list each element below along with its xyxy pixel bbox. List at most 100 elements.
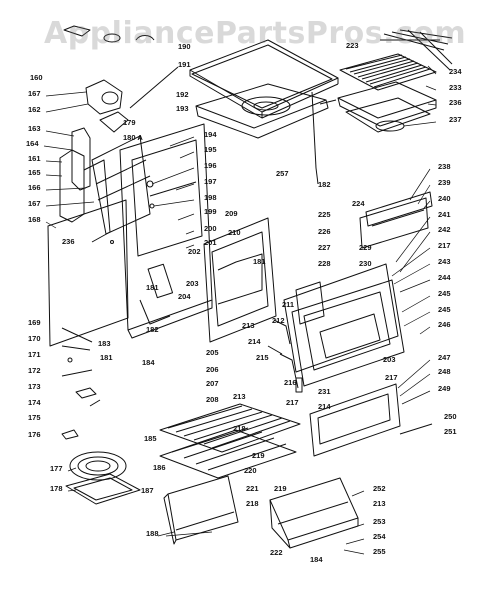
callout-199: 199 — [204, 207, 217, 216]
callout-219b: 219 — [274, 484, 287, 493]
callout-172: 172 — [28, 366, 41, 375]
callout-242: 242 — [438, 225, 451, 234]
callout-250: 250 — [444, 412, 457, 421]
callout-196: 196 — [204, 161, 217, 170]
callout-254: 254 — [373, 532, 386, 541]
callout-218a: 218 — [233, 424, 246, 433]
callout-245b: 245 — [438, 305, 451, 314]
callout-163: 163 — [28, 124, 41, 133]
callout-182b: 182 — [318, 180, 331, 189]
callout-247: 247 — [438, 353, 451, 362]
callout-233: 233 — [449, 83, 462, 92]
burner-box — [195, 83, 329, 185]
callout-218b: 218 — [246, 499, 259, 508]
callout-241: 241 — [438, 210, 451, 219]
callout-244: 244 — [438, 273, 451, 282]
callout-217b: 217 — [438, 241, 451, 250]
cooktop-top-panel — [189, 39, 339, 119]
callout-194: 194 — [204, 130, 217, 139]
door-hinges — [267, 319, 303, 393]
callout-195: 195 — [204, 145, 217, 154]
callout-175: 175 — [28, 413, 41, 422]
callout-165: 165 — [28, 168, 41, 177]
callout-234: 234 — [449, 67, 462, 76]
callout-204: 204 — [178, 292, 191, 301]
kick-panel — [163, 475, 239, 545]
callout-251: 251 — [444, 427, 457, 436]
left-side-panel — [47, 199, 129, 347]
small-hardware-left — [61, 327, 101, 440]
broiler-drawer-front — [309, 383, 433, 457]
callout-170: 170 — [28, 334, 41, 343]
oven-liner-panel — [203, 217, 277, 343]
callout-167b: 167 — [28, 199, 41, 208]
callout-205: 205 — [206, 348, 219, 357]
top-left-hardware — [63, 25, 155, 43]
leader-lines — [43, 65, 437, 555]
callout-171: 171 — [28, 350, 41, 359]
callout-168: 168 — [28, 215, 41, 224]
drip-pan — [65, 473, 141, 505]
callout-219a: 219 — [252, 451, 265, 460]
callout-161a: 161 — [28, 154, 41, 163]
oven-body — [119, 123, 213, 339]
callout-186: 186 — [153, 463, 166, 472]
callout-178: 178 — [50, 484, 63, 493]
callout-238: 238 — [438, 162, 451, 171]
callout-220: 220 — [244, 466, 257, 475]
callout-160: 160 — [30, 73, 43, 82]
callout-249: 249 — [438, 384, 451, 393]
callout-240: 240 — [438, 194, 451, 203]
oven-rack-lower — [159, 427, 297, 479]
callout-184a: 184 — [142, 358, 155, 367]
callout-231: 231 — [318, 387, 331, 396]
callout-229: 229 — [359, 243, 372, 252]
callout-216: 216 — [284, 378, 297, 387]
callout-176: 176 — [28, 430, 41, 439]
callout-214b: 214 — [318, 402, 331, 411]
callout-236: 236 — [62, 237, 75, 246]
callout-225: 225 — [318, 210, 331, 219]
door-window-gasket — [295, 281, 325, 325]
callout-221: 221 — [246, 484, 259, 493]
top-right-rails — [380, 29, 453, 71]
surface-burner-element — [69, 451, 127, 481]
callout-180A: 180 A — [123, 133, 143, 142]
callout-208: 208 — [206, 395, 219, 404]
callout-173: 173 — [28, 382, 41, 391]
callout-179: 179 — [123, 118, 136, 127]
callout-214a: 214 — [248, 337, 261, 346]
callout-248: 248 — [438, 367, 451, 376]
callout-226: 226 — [318, 227, 331, 236]
callout-174: 174 — [28, 398, 41, 407]
oven-rack — [159, 403, 301, 453]
callout-243: 243 — [438, 257, 451, 266]
callout-213c: 213 — [373, 499, 386, 508]
callout-labels: 1601671621631641611651661671682361691701… — [26, 41, 462, 564]
callout-200: 200 — [204, 224, 217, 233]
callout-237: 237 — [449, 115, 462, 124]
callout-223: 223 — [346, 41, 359, 50]
callout-201: 201 — [204, 238, 217, 247]
callout-210: 210 — [228, 228, 241, 237]
broiler-grid — [339, 53, 437, 91]
callout-162: 162 — [28, 105, 41, 114]
callout-177: 177 — [50, 464, 63, 473]
callout-207: 207 — [206, 379, 219, 388]
callout-257: 257 — [276, 169, 289, 178]
callout-227: 227 — [318, 243, 331, 252]
callout-209: 209 — [225, 209, 238, 218]
callout-181a: 181 — [146, 283, 159, 292]
callout-206: 206 — [206, 365, 219, 374]
callout-212: 212 — [272, 316, 285, 325]
callout-222: 222 — [270, 548, 283, 557]
callout-167a: 167 — [28, 89, 41, 98]
callout-236b: 236 — [449, 98, 462, 107]
callout-184b: 184 — [310, 555, 323, 564]
callout-253: 253 — [373, 517, 386, 526]
callout-255: 255 — [373, 547, 386, 556]
callout-202: 202 — [188, 247, 201, 256]
callout-230: 230 — [359, 259, 372, 268]
callout-193: 193 — [176, 104, 189, 113]
